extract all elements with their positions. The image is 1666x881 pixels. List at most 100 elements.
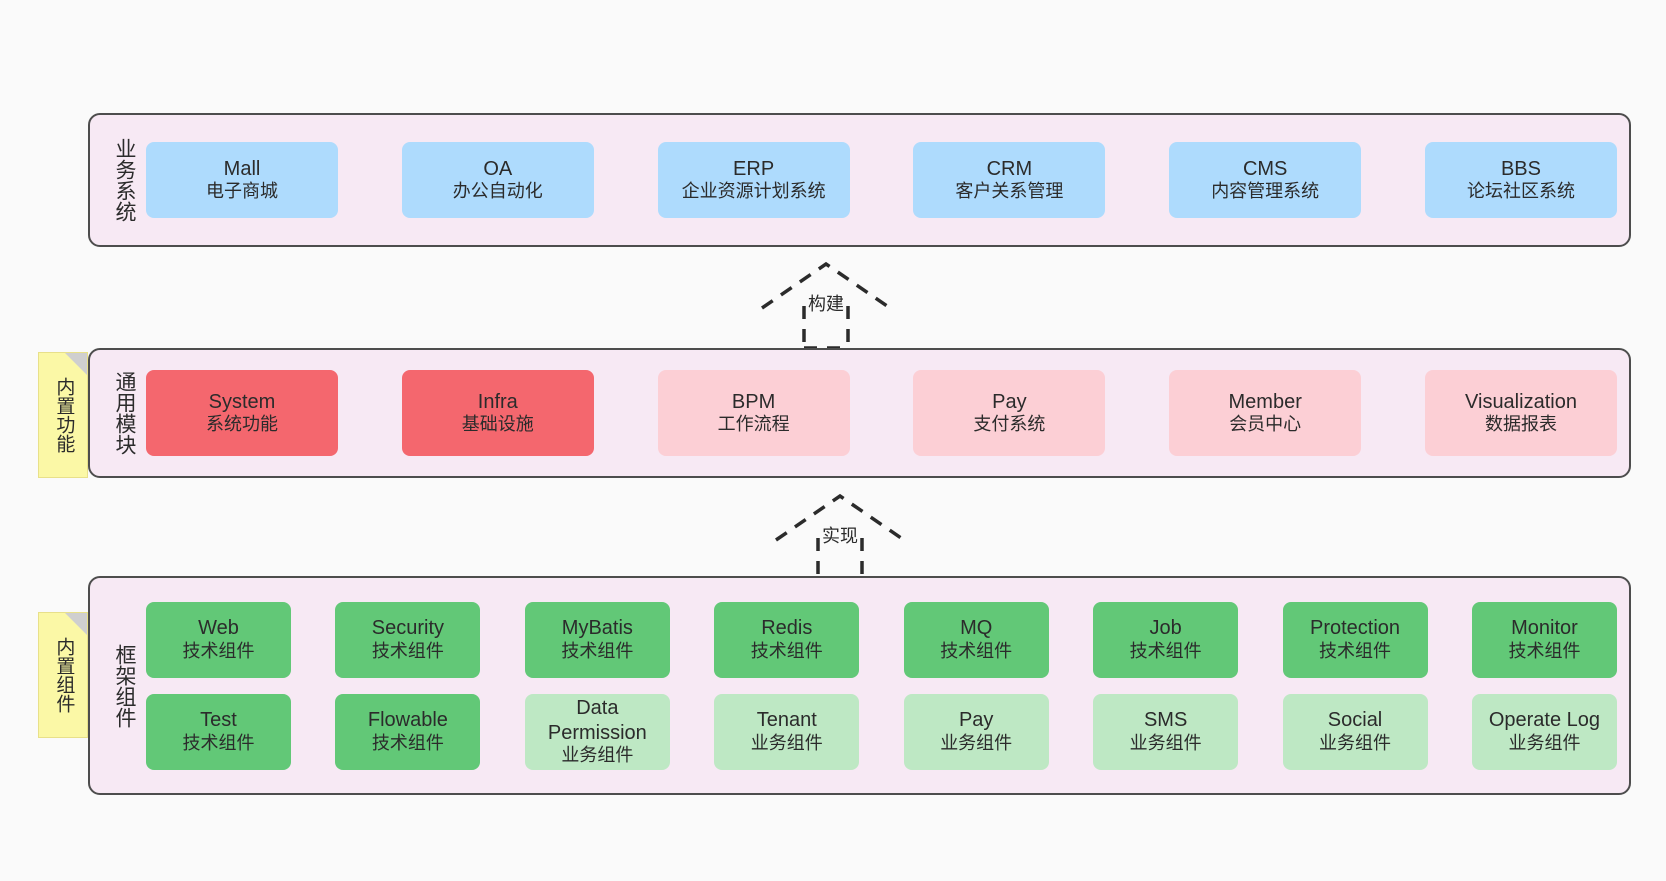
card-system-title: System (208, 390, 276, 413)
card-flowable-title: Flowable (367, 709, 448, 732)
card-bpm-subtitle: 工作流程 (717, 414, 790, 435)
card-social-title: Social (1327, 709, 1383, 732)
card-monitor-subtitle: 技术组件 (1508, 640, 1581, 661)
card-flowable-subtitle: 技术组件 (371, 732, 444, 753)
card-tenant[interactable]: Tenant 业务组件 (714, 693, 860, 770)
layer-framework-label: 框架组件 (113, 643, 136, 728)
card-system[interactable]: System 系统功能 (146, 370, 338, 456)
card-security[interactable]: Security 技术组件 (335, 601, 481, 678)
card-social[interactable]: Social 业务组件 (1282, 693, 1428, 770)
card-pay-component-title: Pay (958, 709, 994, 732)
card-test[interactable]: Test 技术组件 (146, 693, 291, 770)
card-mq-subtitle: 技术组件 (940, 640, 1013, 661)
card-mybatis-title: MyBatis (561, 617, 633, 640)
card-web-subtitle: 技术组件 (182, 640, 255, 661)
card-mall-title: Mall (223, 157, 261, 180)
card-pay-module-title: Pay (992, 390, 1027, 413)
layer-business-label: 业务系统 (113, 138, 136, 222)
card-operate-log-subtitle: 业务组件 (1508, 732, 1581, 753)
card-test-title: Test (200, 709, 237, 732)
note-builtin-features: 内置功能 (38, 352, 88, 478)
card-crm-title: CRM (986, 157, 1033, 180)
card-job[interactable]: Job 技术组件 (1093, 601, 1239, 678)
layer-common-modules: 通用模块 System 系统功能 Infra 基础设施 BPM 工作流程 Pay… (88, 348, 1631, 478)
card-member-title: Member (1228, 390, 1302, 413)
card-pay-module[interactable]: Pay 支付系统 (913, 370, 1106, 456)
modules-card-list: System 系统功能 Infra 基础设施 BPM 工作流程 Pay 支付系统… (136, 350, 1629, 476)
card-web[interactable]: Web 技术组件 (146, 601, 291, 678)
card-operate-log-title: Operate Log (1488, 709, 1601, 732)
card-protection-subtitle: 技术组件 (1319, 640, 1392, 661)
card-bpm-title: BPM (731, 390, 776, 413)
card-mq[interactable]: MQ 技术组件 (903, 601, 1049, 678)
card-sms[interactable]: SMS 业务组件 (1093, 693, 1239, 770)
card-pay-module-subtitle: 支付系统 (973, 414, 1046, 435)
note-fold-corner-icon (65, 353, 87, 375)
card-cms[interactable]: CMS 内容管理系统 (1169, 142, 1362, 218)
card-bbs-subtitle: 论坛社区系统 (1466, 181, 1575, 202)
card-visualization[interactable]: Visualization 数据报表 (1424, 370, 1617, 456)
card-erp-subtitle: 企业资源计划系统 (681, 181, 826, 202)
card-erp[interactable]: ERP 企业资源计划系统 (657, 142, 850, 218)
arrow-build: 构建 (746, 260, 906, 350)
card-bbs[interactable]: BBS 论坛社区系统 (1424, 142, 1617, 218)
card-tenant-title: Tenant (756, 709, 817, 732)
card-flowable[interactable]: Flowable 技术组件 (335, 693, 481, 770)
card-oa-title: OA (483, 157, 513, 180)
card-mq-title: MQ (960, 617, 993, 640)
card-data-permission-title: Data Permission (547, 697, 647, 744)
card-oa[interactable]: OA 办公自动化 (401, 142, 594, 218)
arrow-implement-label: 实现 (822, 526, 858, 546)
card-sms-subtitle: 业务组件 (1129, 732, 1202, 753)
card-operate-log[interactable]: Operate Log 业务组件 (1471, 693, 1617, 770)
card-monitor[interactable]: Monitor 技术组件 (1471, 601, 1617, 678)
card-social-subtitle: 业务组件 (1319, 732, 1392, 753)
card-bpm[interactable]: BPM 工作流程 (657, 370, 850, 456)
card-job-title: Job (1149, 617, 1182, 640)
card-member[interactable]: Member 会员中心 (1169, 370, 1362, 456)
card-security-subtitle: 技术组件 (371, 640, 444, 661)
layer-modules-label: 通用模块 (113, 371, 136, 455)
card-mall[interactable]: Mall 电子商城 (146, 142, 338, 218)
note-fold-corner-icon (65, 613, 87, 635)
note-builtin-features-text: 内置功能 (53, 377, 75, 453)
card-data-permission-subtitle: 业务组件 (561, 744, 634, 765)
card-redis-subtitle: 技术组件 (750, 640, 823, 661)
card-protection-title: Protection (1310, 617, 1401, 640)
card-monitor-title: Monitor (1511, 617, 1578, 640)
card-crm-subtitle: 客户关系管理 (955, 181, 1064, 202)
card-job-subtitle: 技术组件 (1129, 640, 1202, 661)
card-pay-component[interactable]: Pay 业务组件 (903, 693, 1049, 770)
card-crm[interactable]: CRM 客户关系管理 (913, 142, 1106, 218)
card-test-subtitle: 技术组件 (182, 732, 255, 753)
note-builtin-components-text: 内置组件 (53, 637, 75, 713)
layer-framework-components: 框架组件 Web 技术组件 Security 技术组件 MyBatis 技术组件… (88, 576, 1631, 795)
card-cms-title: CMS (1242, 157, 1288, 180)
arrow-build-label: 构建 (808, 294, 844, 314)
card-tenant-subtitle: 业务组件 (750, 732, 823, 753)
card-bbs-title: BBS (1500, 157, 1541, 180)
card-protection[interactable]: Protection 技术组件 (1282, 601, 1428, 678)
arrow-implement: 实现 (760, 492, 920, 582)
note-builtin-components: 内置组件 (38, 612, 88, 738)
card-pay-component-subtitle: 业务组件 (940, 732, 1013, 753)
card-data-permission[interactable]: Data Permission 业务组件 (524, 693, 670, 770)
card-redis[interactable]: Redis 技术组件 (714, 601, 860, 678)
card-visualization-title: Visualization (1465, 390, 1577, 413)
card-infra-subtitle: 基础设施 (461, 414, 534, 435)
card-oa-subtitle: 办公自动化 (452, 181, 543, 202)
card-cms-subtitle: 内容管理系统 (1211, 181, 1320, 202)
card-mybatis[interactable]: MyBatis 技术组件 (524, 601, 670, 678)
card-member-subtitle: 会员中心 (1229, 414, 1302, 435)
card-system-subtitle: 系统功能 (206, 414, 278, 435)
card-sms-title: SMS (1143, 709, 1188, 732)
business-card-list: Mall 电子商城 OA 办公自动化 ERP 企业资源计划系统 CRM 客户关系… (136, 115, 1629, 245)
card-erp-title: ERP (733, 157, 775, 180)
framework-row-business: Test 技术组件 Flowable 技术组件 Data Permission … (146, 693, 1617, 770)
card-infra-title: Infra (477, 390, 518, 413)
card-security-title: Security (371, 617, 445, 640)
framework-card-grid: Web 技术组件 Security 技术组件 MyBatis 技术组件 Redi… (136, 578, 1629, 793)
card-visualization-subtitle: 数据报表 (1484, 414, 1557, 435)
card-infra[interactable]: Infra 基础设施 (401, 370, 594, 456)
